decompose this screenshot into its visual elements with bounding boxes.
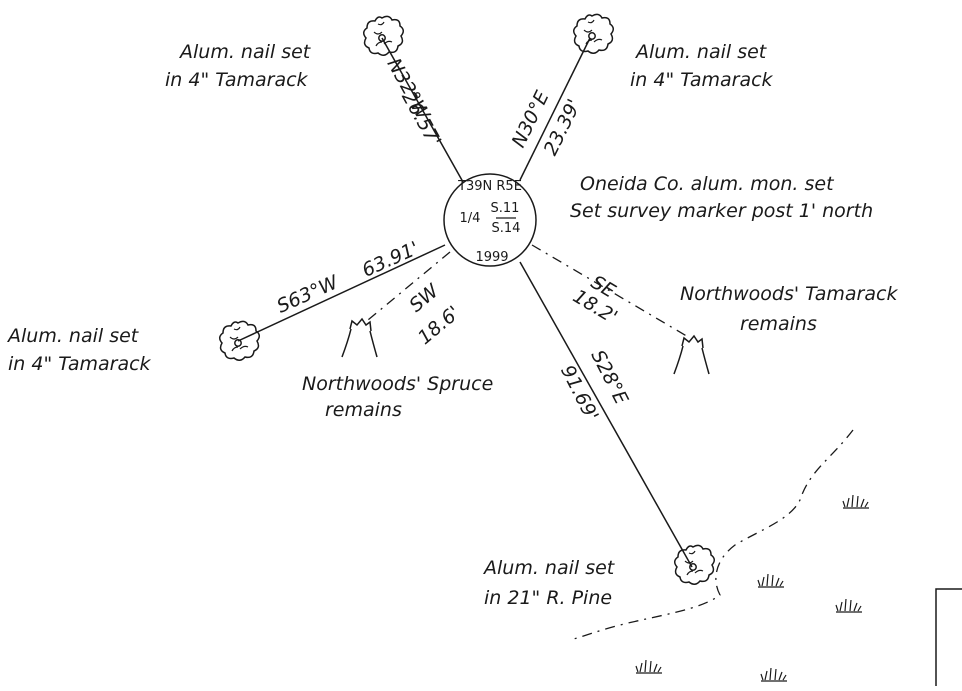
tree-icon (218, 320, 261, 362)
line-sw (367, 251, 451, 321)
stump-icon (341, 318, 378, 358)
s-label-1: Alum. nail set (482, 557, 616, 579)
marsh-icon (835, 598, 863, 613)
stump-icon (673, 335, 710, 375)
section-top: S.11 (491, 201, 520, 216)
marsh-icon (635, 659, 663, 674)
monument-circle (443, 173, 537, 267)
marsh-symbols (635, 494, 870, 682)
marsh-icon (760, 667, 788, 682)
witness-lines (237, 37, 693, 568)
marsh-icon (842, 494, 870, 509)
monument-year: 1999 (475, 250, 508, 265)
w-label-2: in 4" Tamarack (8, 353, 152, 375)
sw-label-2: remains (325, 399, 402, 421)
township-range: T39N R5E (457, 179, 522, 194)
w-distance: 63.91' (359, 237, 422, 281)
ne-label-2: in 4" Tamarack (630, 69, 774, 91)
sw-label-1: Northwoods' Spruce (302, 373, 493, 395)
marsh-icon (757, 573, 785, 588)
w-label-1: Alum. nail set (6, 325, 140, 347)
wetland-boundary (569, 429, 854, 641)
nw-label-1: Alum. nail set (178, 41, 312, 63)
tree-icon (572, 13, 615, 55)
monument-desc-2: Set survey marker post 1' north (570, 200, 873, 222)
line-s (519, 261, 693, 568)
line-nw (381, 37, 464, 183)
tree-icon (673, 544, 716, 586)
tree-icon (362, 15, 405, 57)
monument: T39N R5E 1/4 S.11 S.14 1999 (443, 173, 537, 267)
nw-distance: 26.57' (397, 88, 445, 151)
w-bearing: S63°W (274, 271, 343, 318)
s-label-2: in 21" R. Pine (484, 587, 612, 609)
monument-desc-1: Oneida Co. alum. mon. set (580, 173, 835, 195)
line-se (531, 244, 691, 339)
ne-label-1: Alum. nail set (634, 41, 768, 63)
line-ne (519, 37, 591, 181)
section-bottom: S.14 (492, 221, 521, 236)
frame-edge (935, 588, 962, 686)
se-label-1: Northwoods' Tamarack (680, 283, 898, 305)
line-w (237, 244, 446, 342)
se-label-2: remains (740, 313, 817, 335)
nw-label-2: in 4" Tamarack (165, 69, 309, 91)
quarter-label: 1/4 (460, 211, 481, 226)
